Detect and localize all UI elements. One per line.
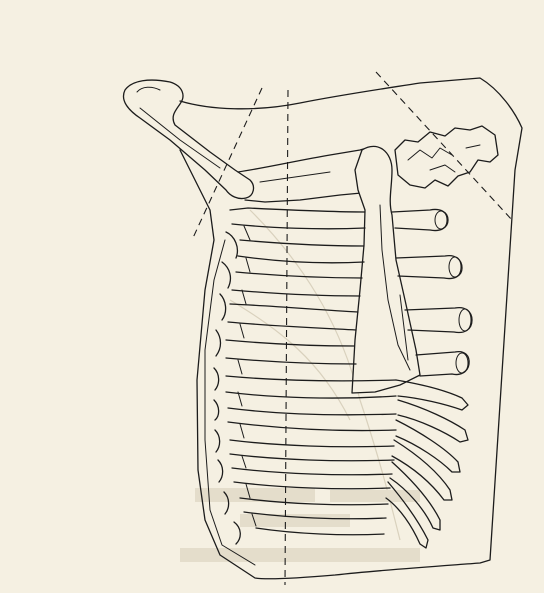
clavicle (123, 80, 253, 198)
vertebral-column (395, 126, 498, 188)
lower-ribs-right (386, 380, 468, 548)
costal-cartilages (238, 226, 256, 526)
